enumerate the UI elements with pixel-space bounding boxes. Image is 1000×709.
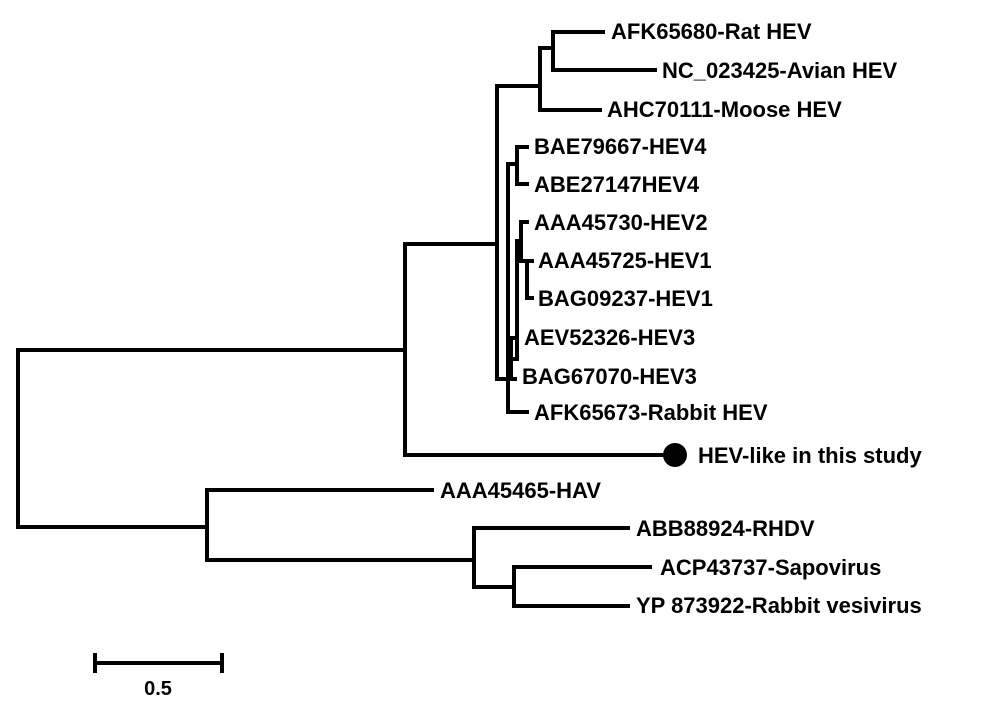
- branch-rat-avian-moose: [538, 46, 602, 112]
- leaf-label-hev1-b: BAG09237-HEV1: [538, 286, 713, 311]
- leaf-label-hev3-a: AEV52326-HEV3: [524, 325, 695, 350]
- leaf-label-hav: AAA45465-HAV: [440, 478, 601, 503]
- leaf-label-hev-like: HEV-like in this study: [698, 443, 922, 468]
- branch-outgroup: [205, 488, 476, 562]
- branch-rat-avian: [551, 30, 657, 72]
- branch-hev2-hev1: [519, 220, 529, 263]
- leaf-label-hev2: AAA45730-HEV2: [534, 210, 708, 235]
- leaf-label-hev1-a: AAA45725-HEV1: [538, 248, 712, 273]
- branch-root: [16, 348, 407, 529]
- leaf-label-moose-hev: AHC70111-Moose HEV: [607, 97, 842, 122]
- scale-bar: [93, 653, 224, 673]
- leaf-label-sapovirus: ACP43737-Sapovirus: [660, 555, 881, 580]
- leaf-label-avian-hev: NC_023425-Avian HEV: [662, 58, 898, 83]
- branch-hev-node: [403, 242, 670, 457]
- scale-bar-label: 0.5: [144, 678, 172, 700]
- leaf-label-rabbit-hev: AFK65673-Rabbit HEV: [534, 400, 768, 425]
- branch-hev1: [525, 259, 534, 300]
- study-marker-icon: [663, 443, 687, 467]
- leaf-label-rat-hev: AFK65680-Rat HEV: [611, 19, 812, 44]
- leaf-label-hev4-a: BAE79667-HEV4: [534, 134, 707, 159]
- leaf-label-hev3-b: BAG67070-HEV3: [522, 364, 697, 389]
- branch-hev4: [515, 145, 529, 186]
- leaf-label-hev4-b: ABE27147HEV4: [534, 172, 700, 197]
- branch-calicivirus: [472, 526, 630, 589]
- leaf-label-rhdv: ABB88924-RHDV: [636, 516, 815, 541]
- leaf-label-rabbit-vesivirus: YP 873922-Rabbit vesivirus: [636, 593, 922, 618]
- branch-sapo-vesi: [512, 565, 652, 608]
- branch-hev3: [509, 336, 519, 381]
